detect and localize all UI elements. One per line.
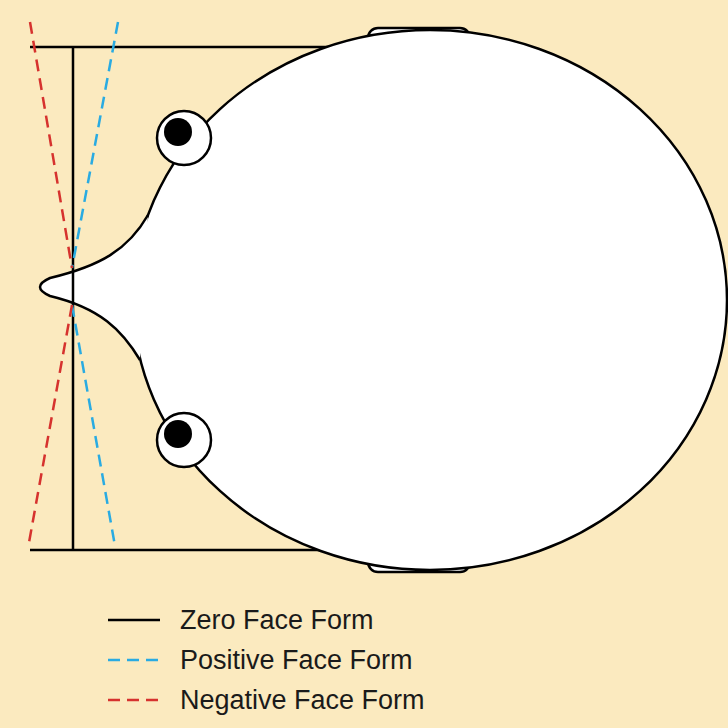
dashed-line-sample <box>108 699 160 702</box>
nose <box>40 215 148 360</box>
pupil <box>164 118 192 146</box>
eye <box>157 413 211 467</box>
pupil <box>164 420 192 448</box>
head-outline <box>133 30 727 570</box>
dashed-line-sample <box>108 659 160 662</box>
negative-face-form-line <box>28 305 72 548</box>
legend-samples <box>108 620 160 700</box>
zero-face-form-line <box>72 47 75 550</box>
negative-face-form-line <box>30 22 72 268</box>
eye <box>157 111 211 165</box>
legend-label: Zero Face Form <box>180 604 374 636</box>
positive-face-form-line <box>72 22 118 268</box>
legend-label: Negative Face Form <box>180 684 425 716</box>
positive-face-form-line <box>72 305 115 546</box>
legend-label: Positive Face Form <box>180 644 413 676</box>
solid-line-sample <box>108 619 160 622</box>
head-top-view <box>28 22 727 572</box>
